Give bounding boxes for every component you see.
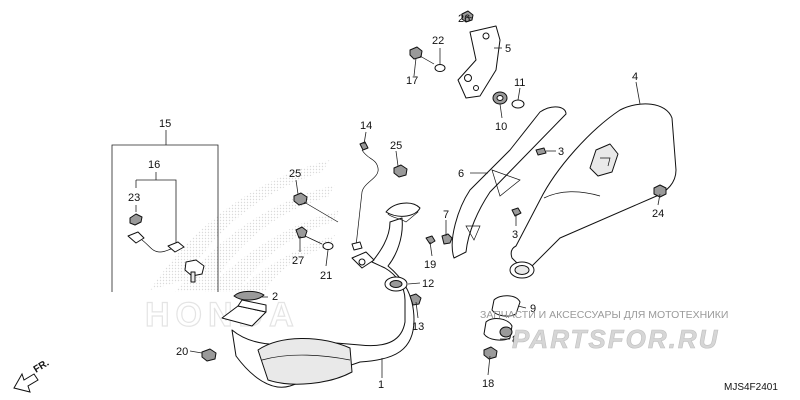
oxygen-sensor-part-16	[127, 231, 205, 283]
site-watermark: ЗАПЧАСТИ И АКСЕССУАРЫ ДЛЯ МОТОТЕХНИКИ PA…	[480, 309, 728, 354]
callout-15: 15	[159, 118, 171, 130]
callout-18: 18	[482, 378, 494, 390]
callout-3-lower: 3	[512, 229, 518, 241]
callout-22: 22	[432, 35, 444, 47]
rubber-part-10	[492, 91, 508, 105]
callout-26: 26	[458, 13, 470, 25]
gasket-part-9	[491, 295, 521, 317]
callout-1: 1	[378, 379, 384, 391]
clip-part-3-lower	[511, 207, 522, 217]
muffler-part-4	[509, 103, 677, 279]
callout-24: 24	[652, 208, 664, 220]
bolt-part-18	[483, 346, 498, 360]
bolt-part-27	[295, 226, 323, 245]
bolt-part-17	[409, 46, 435, 65]
muffler-bracket-part-5	[457, 25, 501, 99]
callout-4: 4	[632, 71, 638, 83]
grommet-part-19	[425, 235, 436, 245]
drawing-code: MJS4F2401	[724, 382, 778, 393]
callout-16: 16	[148, 159, 160, 171]
callout-23: 23	[128, 192, 140, 204]
bolt-part-25-left	[293, 192, 339, 223]
heat-shield-part-6	[451, 106, 567, 259]
gasket-part-2	[233, 290, 265, 301]
callout-5: 5	[505, 43, 511, 55]
washer-part-21	[322, 242, 334, 250]
callout-3-upper: 3	[558, 146, 564, 158]
nut-part-24	[653, 184, 667, 198]
exhaust-pipe-part-1	[221, 202, 421, 388]
callout-labels: 1 2 3 3 4 5 6 7 8 9 10 11 12 13 14 15 16…	[128, 13, 664, 391]
callout-12: 12	[422, 278, 434, 290]
bolt-part-25-right	[393, 164, 408, 178]
callout-2: 2	[272, 291, 278, 303]
callout-10: 10	[495, 121, 507, 133]
callout-20: 20	[176, 346, 188, 358]
callout-8: 8	[512, 334, 518, 346]
sensor-cable-part-14	[351, 141, 379, 251]
collar-part-11	[511, 99, 525, 109]
bolt-part-13	[409, 293, 422, 306]
bolt-part-7	[441, 233, 453, 245]
leader-lines	[189, 15, 661, 378]
callout-14: 14	[360, 120, 372, 132]
sensor-group-box	[111, 130, 219, 292]
front-direction-arrow-icon: FR.	[13, 358, 52, 393]
gasket-part-12	[384, 276, 408, 292]
callout-21: 21	[320, 270, 332, 282]
callout-17: 17	[406, 75, 418, 87]
callout-11: 11	[514, 77, 525, 89]
callout-13: 13	[412, 321, 424, 333]
front-direction-label: FR.	[32, 358, 52, 376]
joint-part-8	[483, 318, 513, 341]
callout-19: 19	[424, 259, 436, 271]
bolt-part-20	[201, 348, 217, 362]
callout-9: 9	[530, 303, 536, 315]
sensor-clip-part-23	[129, 213, 143, 226]
callout-25-left: 25	[289, 168, 301, 180]
callout-7: 7	[443, 209, 449, 221]
watermark-logo: PARTSFOR.RU	[512, 324, 719, 354]
watermark-caption: ЗАПЧАСТИ И АКСЕССУАРЫ ДЛЯ МОТОТЕХНИКИ	[480, 309, 728, 321]
callout-25-right: 25	[390, 140, 402, 152]
callout-6: 6	[458, 168, 464, 180]
washer-part-22	[434, 64, 446, 72]
honda-logo-text: HONDA	[145, 296, 300, 334]
callout-27: 27	[292, 255, 304, 267]
clip-part-3-upper	[535, 147, 547, 156]
